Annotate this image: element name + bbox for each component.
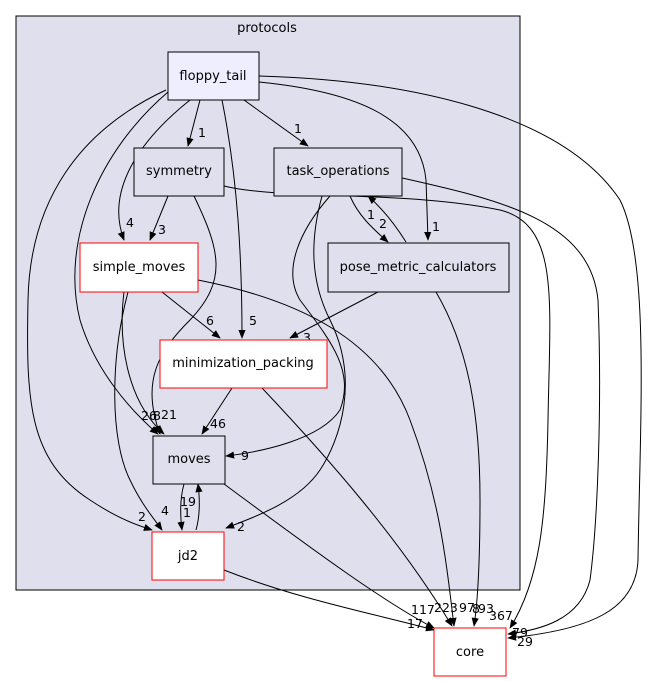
- node-label-jd2: jd2: [177, 549, 198, 564]
- nodes: floppy_tail symmetry task_operations sim…: [79, 51, 510, 677]
- label-core-e: 93: [478, 601, 494, 616]
- node-box: [273, 147, 403, 197]
- label-moves-jd2: 19: [180, 494, 196, 509]
- edge-task-core: [401, 177, 601, 637]
- edge-simple-minimization: [161, 291, 221, 339]
- edge-minimization-core: [261, 387, 453, 627]
- node-box: [327, 242, 510, 293]
- edge-task-jd2: [225, 195, 346, 529]
- node-box: [79, 242, 199, 293]
- edge-task-pose: [349, 195, 389, 243]
- edge-jd2-moves: [195, 483, 203, 531]
- label-moves-a: 26: [141, 408, 157, 423]
- edge-symmetry-moves: [151, 195, 217, 435]
- edge-floppy-tail-pose-metric: [258, 81, 432, 241]
- node-pose-metric-calculators[interactable]: pose_metric_calculators: [327, 242, 510, 293]
- label-ft-task: 1: [294, 121, 302, 136]
- label-ft-min: 5: [249, 313, 257, 328]
- label-ft-sym: 1: [198, 125, 206, 140]
- node-floppy-tail[interactable]: floppy_tail: [167, 51, 260, 101]
- edge-pose-minimization: [289, 291, 379, 339]
- node-label-simple-moves: simple_moves: [93, 260, 186, 275]
- node-core[interactable]: core: [433, 627, 507, 677]
- label-moves-c: 21: [161, 407, 177, 422]
- label-task-jd2: 2: [237, 519, 245, 534]
- cluster-protocols: protocols: [15, 15, 521, 591]
- node-label-moves: moves: [167, 452, 210, 467]
- edge-simple-jd2: [114, 291, 163, 531]
- node-simple-moves[interactable]: simple_moves: [79, 242, 199, 293]
- node-box: [133, 147, 225, 197]
- label-ft-pose: 1: [432, 219, 440, 234]
- edge-moves-core: [223, 483, 435, 629]
- edge-floppy-tail-jd2: [27, 89, 167, 531]
- edge-task-moves: [225, 195, 345, 459]
- node-jd2[interactable]: jd2: [151, 531, 225, 581]
- node-moves[interactable]: moves: [152, 435, 226, 485]
- label-core-d: 8: [472, 601, 480, 616]
- node-box: [159, 339, 328, 389]
- label-core-a: 117: [411, 602, 435, 617]
- label-simple-min: 6: [206, 313, 214, 328]
- label-core-f: 367: [489, 608, 513, 623]
- node-label-pose-metric-calculators: pose_metric_calculators: [340, 260, 497, 275]
- edge-floppy-tail-symmetry: [186, 99, 201, 147]
- label-jd2-core: 17: [407, 616, 423, 631]
- node-label-task-operations: task_operations: [286, 164, 389, 179]
- node-box: [151, 531, 225, 581]
- edge-floppy-tail-simple-moves: [117, 99, 191, 241]
- node-box: [433, 627, 507, 677]
- cluster-label: protocols: [237, 21, 297, 36]
- node-label-symmetry: symmetry: [146, 164, 212, 179]
- edge-jd2-core: [223, 569, 435, 632]
- label-core-r2: 29: [517, 634, 533, 649]
- label-ft-jd2: 2: [138, 509, 146, 524]
- label-core-c: 97: [459, 600, 475, 615]
- edge-pose-task: [367, 195, 407, 243]
- edge-labels: 1 1 1 4 3 2 1 6 5 3 46 26 8 21 9 4 2 2 1…: [126, 121, 533, 649]
- edge-floppy-tail-task-operations: [243, 99, 309, 147]
- node-box: [152, 435, 226, 485]
- edge-minimization-moves: [201, 387, 233, 435]
- edge-floppy-tail-moves: [74, 91, 169, 435]
- label-sym-simple: 3: [158, 222, 166, 237]
- edge-symmetry-simple-moves: [149, 195, 169, 241]
- node-symmetry[interactable]: symmetry: [133, 147, 225, 197]
- edge-floppy-tail-minimization: [221, 99, 246, 339]
- node-minimization-packing[interactable]: minimization_packing: [159, 339, 328, 389]
- edge-floppy-tail-core: [258, 75, 642, 641]
- label-jd2-moves: 1: [183, 505, 191, 520]
- label-pose-min: 3: [303, 330, 311, 345]
- node-task-operations[interactable]: task_operations: [273, 147, 403, 197]
- label-moves-b: 8: [153, 408, 161, 423]
- label-min-moves: 46: [210, 416, 226, 431]
- edge-moves-jd2: [177, 483, 185, 531]
- label-ft-simple: 4: [126, 215, 134, 230]
- label-core-b: 223: [434, 600, 458, 615]
- edge-simple-moves-moves: [121, 291, 165, 435]
- label-core-r1: 79: [512, 625, 528, 640]
- label-task-pose: 2: [379, 216, 387, 231]
- edge-simple-core: [197, 279, 457, 627]
- node-label-core: core: [456, 645, 484, 660]
- node-label-minimization-packing: minimization_packing: [172, 356, 314, 371]
- label-simple-jd2: 4: [161, 503, 169, 518]
- node-label-floppy-tail: floppy_tail: [179, 69, 246, 84]
- node-box: [167, 51, 260, 101]
- label-pose-task: 1: [367, 207, 375, 222]
- cluster-box: [15, 15, 521, 591]
- label-task-moves: 9: [241, 448, 249, 463]
- edge-pose-core: [435, 291, 481, 627]
